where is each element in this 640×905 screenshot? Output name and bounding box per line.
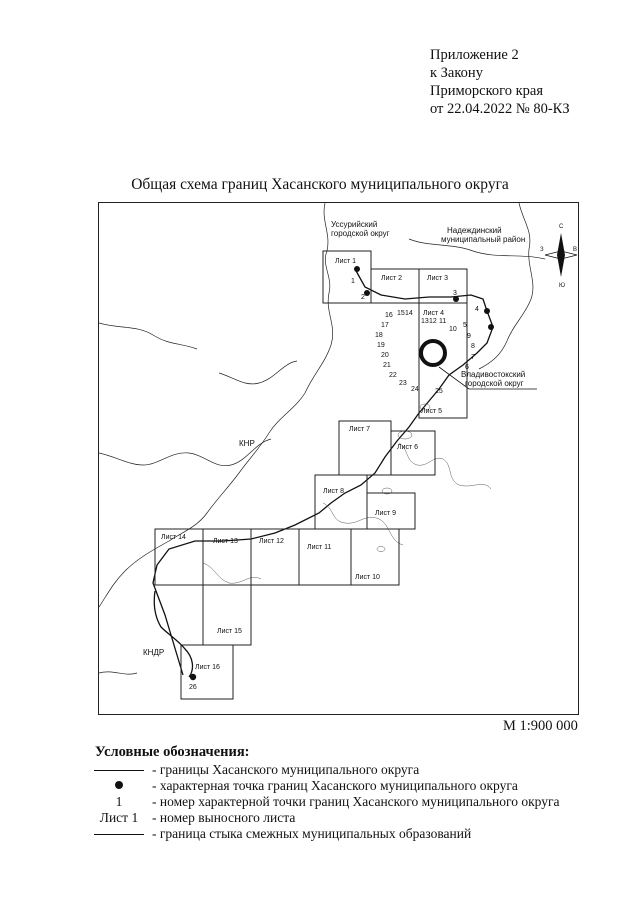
point-number: 20 (381, 352, 389, 359)
point-number: 21 (383, 362, 391, 369)
point-number: 23 (399, 380, 407, 387)
sheet-label: Лист 3 (427, 275, 448, 282)
legend-junction-symbol (90, 826, 148, 842)
point-number: 9 (467, 333, 471, 340)
sheet-label: Лист 6 (397, 444, 418, 451)
sheet-label: Лист 10 (355, 574, 380, 581)
appendix-line: Приложение 2 (430, 47, 519, 63)
sheet-label: Лист 2 (381, 275, 402, 282)
legend-text: - номер выносного листа (152, 810, 296, 825)
sheet-label: Лист 11 (307, 544, 332, 551)
point-number: 15 (397, 310, 405, 317)
legend-point-symbol (90, 778, 148, 794)
point-number: 10 (449, 326, 457, 333)
compass-south: Ю (559, 283, 565, 289)
legend-row-point: - характерная точка границ Хасанского му… (90, 778, 610, 794)
kndr-label: КНДР (143, 648, 164, 657)
compass-cross-icon (544, 250, 578, 260)
law-line: к Закону (430, 65, 483, 81)
ussuri-label-1: Уссурийский (331, 220, 377, 229)
nadezh-label-1: Надеждинский (447, 226, 502, 235)
point-number: 6 (465, 364, 469, 371)
point-numbers: 1 2 3 4 5 6 7 8 9 10 11 12 13 14 15 16 1… (189, 278, 479, 691)
point-number: 13 (421, 318, 429, 325)
knr-label: КНР (239, 439, 255, 448)
compass-north: С (559, 224, 564, 230)
map-frame: Уссурийский городской округ Надеждинский… (98, 202, 579, 715)
boundary-map: Уссурийский городской округ Надеждинский… (99, 203, 578, 700)
sheet-label: Лист 4 (423, 310, 444, 317)
sheet-label: Лист 16 (195, 664, 220, 671)
date-line: от 22.04.2022 № 80-КЗ (430, 101, 570, 117)
legend-row-sheet: Лист 1 - номер выносного листа (90, 810, 610, 826)
point-number: 8 (471, 343, 475, 350)
sheet-label: Лист 1 (335, 258, 356, 265)
compass-rose: С В З Ю (540, 224, 578, 289)
point-number: 1 (351, 278, 355, 285)
legend-sheet-symbol: Лист 1 (99, 810, 139, 825)
legend-number-symbol: 1 (115, 794, 123, 809)
map-scale: М 1:900 000 (503, 718, 578, 734)
vlad-label-2: городской округ (465, 379, 524, 388)
ussuri-label-2: городской округ (331, 229, 390, 238)
point-number: 4 (475, 306, 479, 313)
vladivostok-loop (419, 339, 537, 390)
state-borders (99, 203, 546, 675)
coastline (202, 403, 492, 584)
legend-row-boundary: - границы Хасанского муниципального окру… (90, 762, 610, 778)
legend-text: - характерная точка границ Хасанского му… (152, 778, 518, 793)
point-number: 5 (463, 322, 467, 329)
compass-east: В (573, 247, 577, 253)
sheet-labels: Лист 1 Лист 2 Лист 3 Лист 4 Лист 5 Лист … (161, 258, 448, 671)
point-number: 3 (453, 290, 457, 297)
legend-text: - граница стыка смежных муниципальных об… (152, 826, 472, 841)
boundary-points (189, 266, 494, 681)
map-labels: Уссурийский городской округ Надеждинский… (143, 220, 525, 657)
page-title: Общая схема границ Хасанского муниципаль… (131, 176, 509, 193)
legend-boundary-symbol (90, 762, 148, 778)
vlad-label-1: Владивостокский (461, 370, 525, 379)
sheet-label: Лист 8 (323, 488, 344, 495)
point-number: 24 (411, 386, 419, 393)
point-number: 22 (389, 372, 397, 379)
legend-text: - номер характерной точки границ Хасанск… (152, 794, 560, 809)
document-header: Приложение 2 к Закону Приморского края о… (430, 46, 570, 118)
legend-text: - границы Хасанского муниципального окру… (152, 762, 420, 777)
point-number: 2 (361, 294, 365, 301)
point-number: 19 (377, 342, 385, 349)
point-number: 7 (471, 354, 475, 361)
sheet-label: Лист 13 (213, 538, 238, 545)
sheet-label: Лист 12 (259, 538, 284, 545)
legend-row-number: 1 - номер характерной точки границ Хасан… (90, 794, 610, 810)
sheet-label: Лист 15 (217, 628, 242, 635)
point-number: 14 (405, 310, 413, 317)
legend-row-junction: - граница стыка смежных муниципальных об… (90, 826, 610, 842)
nadezh-label-2: муниципальный район (441, 235, 525, 244)
point-number: 18 (375, 332, 383, 339)
legend-title: Условные обозначения: (95, 744, 250, 760)
okrug-boundary (152, 268, 494, 678)
sheet-label: Лист 9 (375, 510, 396, 517)
point-number: 11 (439, 318, 446, 325)
point-number: 26 (189, 684, 197, 691)
compass-needle-icon (557, 233, 565, 277)
point-number: 25 (435, 388, 443, 395)
sheet-label: Лист 7 (349, 426, 370, 433)
region-line: Приморского края (430, 83, 544, 99)
point-number: 16 (385, 312, 393, 319)
point-number: 12 (429, 318, 437, 325)
point-number: 17 (381, 322, 389, 329)
sheet-label: Лист 5 (421, 408, 442, 415)
sheet-grid (154, 250, 468, 700)
compass-west: З (540, 247, 544, 253)
sheet-label: Лист 14 (161, 534, 186, 541)
